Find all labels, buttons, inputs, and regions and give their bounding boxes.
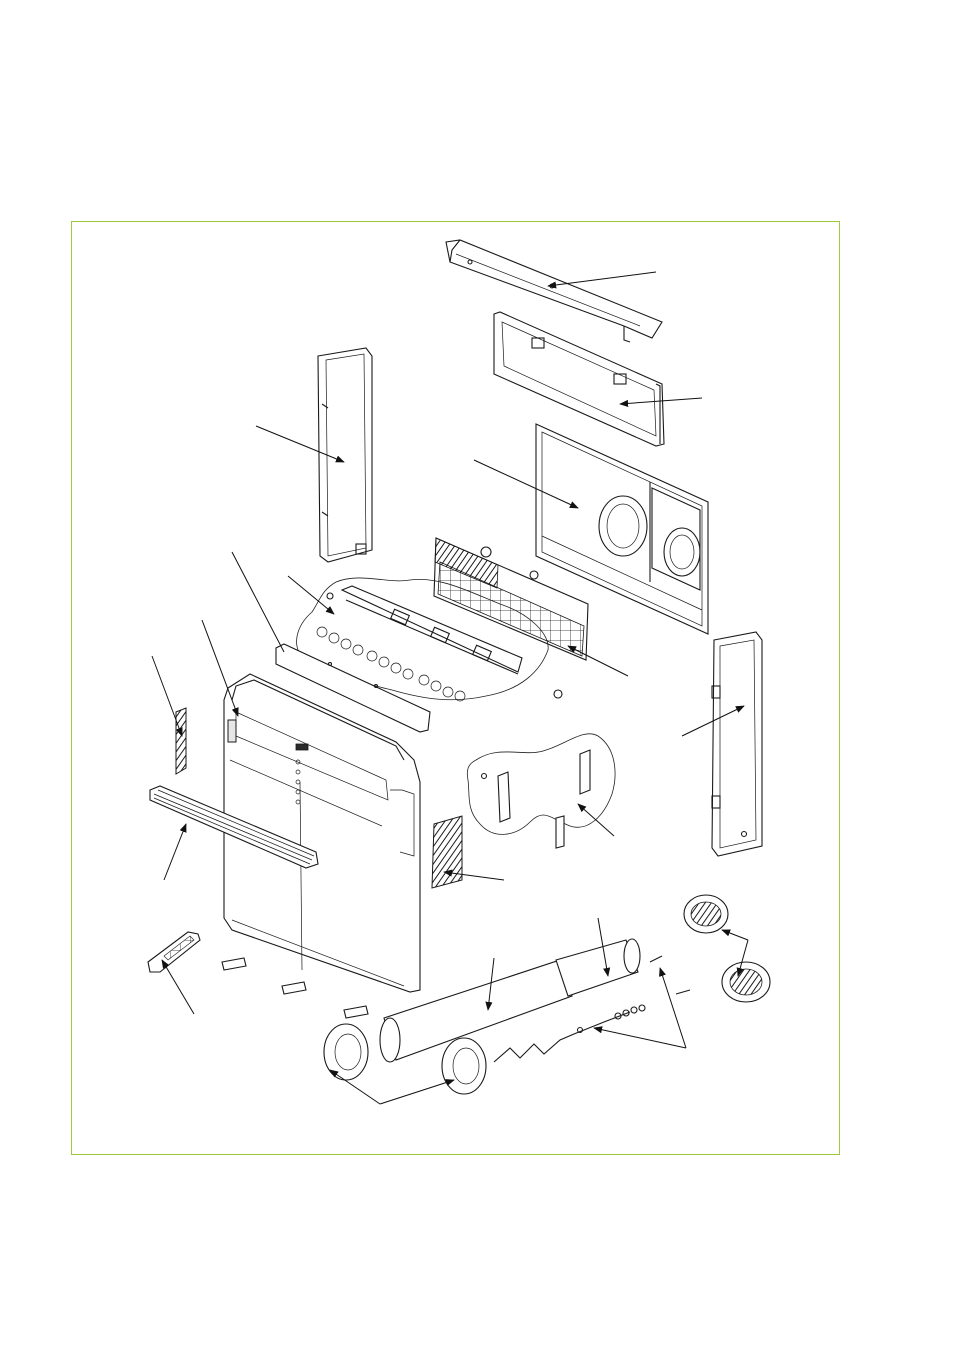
outer-grilles <box>683 894 771 1003</box>
leader-lines <box>151 271 749 1105</box>
front-housing <box>223 673 421 993</box>
duct-pipe-large <box>379 959 573 1063</box>
control-board-assembly <box>296 577 563 702</box>
cable-and-fittings <box>493 955 691 1063</box>
electrical-components <box>466 733 616 849</box>
rear-panel <box>535 423 709 635</box>
rear-top-panel <box>493 311 665 447</box>
duct-pipe-small <box>555 938 641 997</box>
right-side-panel <box>711 631 763 857</box>
side-grille <box>175 707 187 775</box>
air-filter <box>433 537 589 661</box>
left-side-panel <box>317 347 373 563</box>
top-cover <box>445 239 663 343</box>
louver-flap <box>149 785 319 869</box>
wall-brackets <box>221 957 369 1019</box>
diagram-frame <box>71 221 840 1155</box>
front-strip <box>275 643 431 733</box>
remote-control <box>147 931 201 973</box>
outlet-grille <box>431 815 463 889</box>
